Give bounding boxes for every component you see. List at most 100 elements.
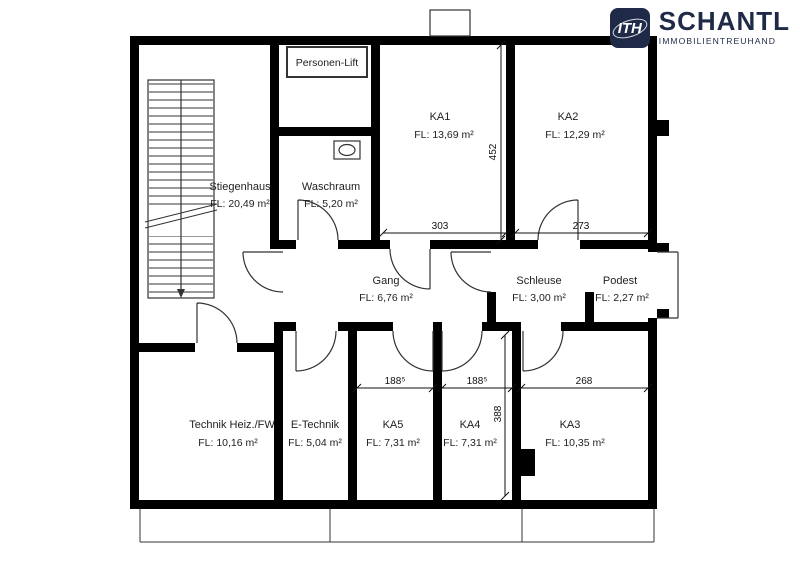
stairs bbox=[144, 79, 218, 299]
room-label-technik-area: FL: 10,16 m² bbox=[198, 437, 258, 449]
room-label-ka5-name: KA5 bbox=[383, 419, 404, 431]
wall-gang-bottom-4 bbox=[482, 322, 521, 331]
door-ka1 bbox=[389, 248, 431, 290]
dim-452: 452 bbox=[488, 143, 499, 160]
sink-basin-icon bbox=[338, 143, 356, 157]
lift-cabin-box bbox=[286, 46, 368, 78]
room-label-schleuse-name: Schleuse bbox=[516, 275, 561, 287]
door-etechnik bbox=[295, 330, 337, 372]
podest-exterior-landing bbox=[657, 251, 679, 319]
wall-stub-podest-top bbox=[657, 243, 669, 252]
wall-ka4-ka3 bbox=[512, 331, 521, 500]
wall-gang-bottom-5 bbox=[561, 322, 657, 331]
room-label-podest-name: Podest bbox=[603, 275, 637, 287]
room-label-ka3-area: FL: 10,35 m² bbox=[545, 437, 605, 449]
door-ka4 bbox=[441, 330, 483, 372]
door-technik bbox=[196, 302, 238, 344]
wall-top bbox=[130, 36, 657, 45]
flue-ka3 bbox=[515, 449, 535, 476]
brand-logo: ITH SCHANTL IMMOBILIENTREUHAND bbox=[609, 6, 790, 48]
room-label-waschraum-name: Waschraum bbox=[302, 181, 360, 193]
room-label-ka1-area: FL: 13,69 m² bbox=[414, 129, 474, 141]
dim-188-ka5: 188⁵ bbox=[385, 376, 406, 387]
wall-stiegenhaus-right bbox=[270, 36, 279, 249]
wall-gang-top-4 bbox=[580, 240, 657, 249]
room-label-etechnik-area: FL: 5,04 m² bbox=[288, 437, 342, 449]
room-label-etechnik-name: E-Technik bbox=[291, 419, 340, 431]
dimline-452 bbox=[496, 40, 506, 245]
dimension-labels: 452 303 273 188⁵ 188⁵ 268 388 bbox=[385, 143, 593, 422]
ground-lines bbox=[139, 509, 655, 543]
room-label-stiegenhaus-name: Stiegenhaus bbox=[209, 181, 271, 193]
wall-waschraum-right bbox=[371, 36, 380, 249]
wall-gang-top-1 bbox=[270, 240, 296, 249]
wall-technik-top-2 bbox=[237, 343, 278, 352]
brand-logo-text: SCHANTL IMMOBILIENTREUHAND bbox=[658, 6, 790, 47]
stair-arrow bbox=[177, 289, 185, 298]
room-label-ka5-area: FL: 7,31 m² bbox=[366, 437, 420, 449]
room-label-waschraum-area: FL: 5,20 m² bbox=[304, 198, 358, 210]
room-label-ka4-name: KA4 bbox=[460, 419, 481, 431]
wall-ka5-ka4 bbox=[433, 331, 442, 500]
room-label-ka4-area: FL: 7,31 m² bbox=[443, 437, 497, 449]
door-gang-schleuse bbox=[450, 251, 492, 293]
door-ka3 bbox=[522, 330, 564, 372]
wall-bottom bbox=[130, 500, 657, 509]
dim-268: 268 bbox=[576, 376, 593, 387]
dim-388: 388 bbox=[493, 405, 504, 422]
wall-technik-top-1 bbox=[130, 343, 195, 352]
door-waschraum bbox=[297, 199, 339, 241]
room-label-lift: Personen-Lift bbox=[296, 57, 359, 69]
wall-left bbox=[130, 36, 139, 509]
dimline-303 bbox=[378, 228, 511, 238]
chimney-box bbox=[429, 9, 471, 37]
wall-right-upper bbox=[648, 36, 657, 252]
wall-gang-top-2 bbox=[338, 240, 390, 249]
wall-stub-right-upper bbox=[657, 120, 669, 136]
room-label-podest-area: FL: 2,27 m² bbox=[595, 292, 649, 304]
wall-etechnik-ka5 bbox=[348, 331, 357, 500]
room-label-ka2-name: KA2 bbox=[558, 111, 579, 123]
dimline-273 bbox=[510, 228, 653, 238]
room-label-ka1-name: KA1 bbox=[430, 111, 451, 123]
dim-303: 303 bbox=[432, 221, 449, 232]
wall-gang-bottom-1 bbox=[274, 322, 296, 331]
room-label-ka3-name: KA3 bbox=[560, 419, 581, 431]
exterior-details bbox=[139, 9, 679, 543]
ith-logo-icon: ITH bbox=[609, 8, 650, 48]
door-stiegenhaus-gang bbox=[242, 251, 284, 293]
brand-name: SCHANTL bbox=[658, 6, 790, 36]
wall-technik-etechnik bbox=[274, 322, 283, 509]
brand-subtitle: IMMOBILIENTREUHAND bbox=[658, 36, 777, 47]
dimline-188a bbox=[352, 383, 438, 393]
room-label-stiegenhaus-area: FL: 20,49 m² bbox=[210, 198, 270, 210]
dimline-388 bbox=[500, 330, 510, 501]
door-ka2 bbox=[537, 199, 579, 241]
wall-lift-bottom bbox=[270, 127, 380, 136]
walls bbox=[130, 36, 669, 509]
wall-schleuse-podest bbox=[585, 292, 594, 322]
room-labels: Personen-Lift Stiegenhaus FL: 20,49 m² W… bbox=[189, 57, 649, 449]
wall-gang-schleuse bbox=[487, 292, 496, 322]
room-label-gang-area: FL: 6,76 m² bbox=[359, 292, 413, 304]
room-label-schleuse-area: FL: 3,00 m² bbox=[512, 292, 566, 304]
door-ka5 bbox=[392, 330, 434, 372]
dimensions bbox=[352, 40, 653, 501]
dimline-268 bbox=[516, 383, 653, 393]
wall-right-lower bbox=[648, 318, 657, 509]
dim-273: 273 bbox=[573, 221, 590, 232]
wall-gang-bottom-3 bbox=[433, 322, 442, 331]
room-label-technik-name: Technik Heiz./FW bbox=[189, 419, 275, 431]
wall-gang-bottom-2 bbox=[338, 322, 393, 331]
stair-break-line bbox=[144, 203, 218, 229]
dim-188-ka4: 188⁵ bbox=[467, 376, 488, 387]
doors bbox=[196, 199, 579, 372]
wall-ka1-ka2 bbox=[506, 36, 515, 249]
sink-icon bbox=[333, 140, 361, 160]
ith-logo-text: ITH bbox=[617, 19, 642, 37]
dimline-188b bbox=[437, 383, 517, 393]
room-label-gang-name: Gang bbox=[373, 275, 400, 287]
wall-stub-podest-bottom bbox=[657, 309, 669, 318]
